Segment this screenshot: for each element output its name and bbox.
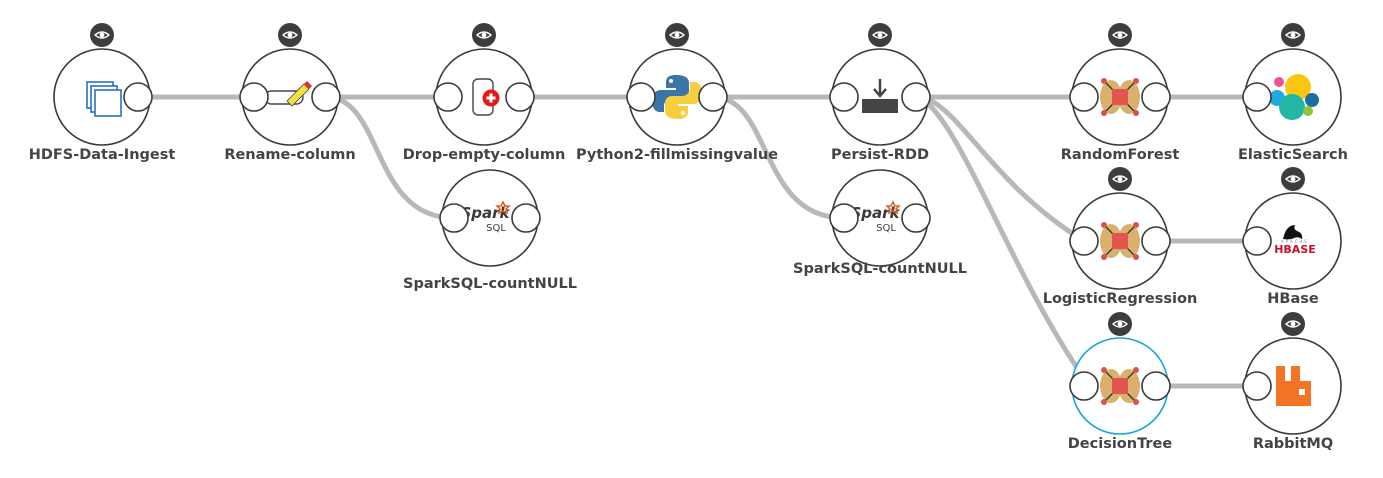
node-rename[interactable]: Rename-column <box>224 23 356 163</box>
output-port[interactable] <box>1141 82 1171 112</box>
eye-icon[interactable] <box>472 23 496 47</box>
input-port[interactable] <box>1242 371 1272 401</box>
node-label: RabbitMQ <box>1253 436 1333 452</box>
node-lr[interactable]: LogisticRegression <box>1043 167 1198 307</box>
node-label: RandomForest <box>1061 147 1180 163</box>
edges-layer <box>135 94 1260 389</box>
input-port[interactable] <box>239 82 269 112</box>
eye-icon[interactable] <box>1281 312 1305 336</box>
apache-text: APACHE <box>1281 239 1309 244</box>
output-port[interactable] <box>505 82 535 112</box>
output-port[interactable] <box>698 82 728 112</box>
node-rabbit[interactable]: RabbitMQ <box>1242 312 1342 452</box>
spark-sql-icon: SparkSQL <box>460 200 511 234</box>
output-port[interactable] <box>901 82 931 112</box>
node-es[interactable]: ElasticSearch <box>1238 23 1348 163</box>
node-sparksql1[interactable]: SparkSQL SparkSQL-countNULL <box>403 169 577 292</box>
node-label: HDFS-Data-Ingest <box>29 147 176 163</box>
spark-text: Spark <box>460 204 510 222</box>
node-label: Persist-RDD <box>831 147 929 163</box>
output-port[interactable] <box>123 82 153 112</box>
node-label: SparkSQL-countNULL <box>793 261 967 277</box>
eye-icon[interactable] <box>90 23 114 47</box>
output-port[interactable] <box>1141 226 1171 256</box>
eye-icon[interactable] <box>278 23 302 47</box>
ml-brain-icon <box>1100 367 1140 405</box>
eye-icon[interactable] <box>1108 312 1132 336</box>
input-port[interactable] <box>829 82 859 112</box>
input-port[interactable] <box>626 82 656 112</box>
node-sparksql2[interactable]: SparkSQL SparkSQL-countNULL <box>793 169 967 277</box>
sql-text: SQL <box>486 223 506 234</box>
python-icon <box>652 75 702 119</box>
node-python[interactable]: Python2-fillmissingvalue <box>576 23 778 163</box>
node-dt[interactable]: DecisionTree <box>1068 312 1173 452</box>
input-port[interactable] <box>1069 82 1099 112</box>
persist-download-icon <box>862 79 898 113</box>
node-drop[interactable]: Drop-empty-column <box>403 23 566 163</box>
ml-brain-icon <box>1100 222 1140 260</box>
output-port[interactable] <box>1141 371 1171 401</box>
rabbitmq-icon <box>1276 366 1311 406</box>
output-port[interactable] <box>901 203 931 233</box>
drop-column-icon <box>472 78 500 116</box>
node-label: DecisionTree <box>1068 436 1173 452</box>
output-port[interactable] <box>311 82 341 112</box>
node-label: Rename-column <box>224 147 355 163</box>
output-port[interactable] <box>511 203 541 233</box>
input-port[interactable] <box>829 203 859 233</box>
eye-icon[interactable] <box>1108 167 1132 191</box>
node-label: Python2-fillmissingvalue <box>576 147 778 163</box>
input-port[interactable] <box>1069 226 1099 256</box>
edge-python-to-sparksql2[interactable] <box>710 94 847 221</box>
edge-persist-to-lr[interactable] <box>913 94 1087 244</box>
eye-icon[interactable] <box>868 23 892 47</box>
input-port[interactable] <box>1069 371 1099 401</box>
pencil-rename-icon <box>264 81 312 107</box>
eye-icon[interactable] <box>1108 23 1132 47</box>
node-label: LogisticRegression <box>1043 291 1198 307</box>
spark-text: Spark <box>850 204 900 222</box>
input-port[interactable] <box>1242 82 1272 112</box>
nodes-layer: HDFS-Data-Ingest Rename-column Drop-empty-… <box>29 23 1348 452</box>
hbase-text: HBASE <box>1274 243 1316 256</box>
spark-sql-icon: SparkSQL <box>850 200 901 234</box>
node-label: ElasticSearch <box>1238 147 1348 163</box>
input-port[interactable] <box>433 82 463 112</box>
sql-text: SQL <box>876 223 896 234</box>
node-label: HBase <box>1267 291 1319 307</box>
eye-icon[interactable] <box>1281 167 1305 191</box>
node-rf[interactable]: RandomForest <box>1061 23 1180 163</box>
node-label: Drop-empty-column <box>403 147 566 163</box>
edge-rename-to-sparksql1[interactable] <box>323 94 457 221</box>
node-hdfs[interactable]: HDFS-Data-Ingest <box>29 23 176 163</box>
node-label: SparkSQL-countNULL <box>403 276 577 292</box>
input-port[interactable] <box>1242 226 1272 256</box>
edge-persist-to-dt[interactable] <box>913 94 1087 381</box>
elasticsearch-icon <box>1269 74 1319 120</box>
input-port[interactable] <box>439 203 469 233</box>
eye-icon[interactable] <box>665 23 689 47</box>
eye-icon[interactable] <box>1281 23 1305 47</box>
node-persist[interactable]: Persist-RDD <box>829 23 931 163</box>
ml-brain-icon <box>1100 78 1140 116</box>
hdfs-copy-icon <box>86 81 122 117</box>
